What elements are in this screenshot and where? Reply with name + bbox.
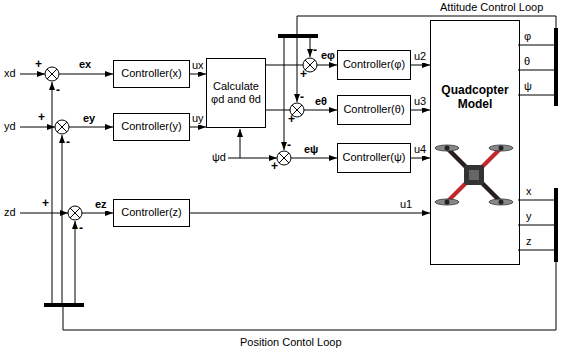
signal-label: eψ xyxy=(303,143,319,156)
sign-label: - xyxy=(300,91,304,104)
signal-label: uy xyxy=(191,112,205,125)
signal-arrow xyxy=(190,127,206,128)
bus-bars xyxy=(44,28,556,305)
controller-box: Controller(x) xyxy=(113,60,190,88)
signal-label: u4 xyxy=(413,143,427,156)
signal-arrow xyxy=(411,65,430,66)
sign-label: + xyxy=(271,160,278,173)
signal-arrow xyxy=(190,74,206,75)
box-text: Controller(φ) xyxy=(343,58,405,71)
controller-box: Controller(z) xyxy=(113,199,190,227)
signal-label: θ xyxy=(524,55,530,68)
signal-label: ux xyxy=(191,59,205,72)
box-text: Controller(z) xyxy=(121,206,182,219)
summing-junctions xyxy=(45,58,317,220)
signal-label: x xyxy=(526,185,532,198)
sign-label: + xyxy=(300,68,307,81)
signal-label: ez xyxy=(94,198,108,211)
sign-label: - xyxy=(79,222,83,235)
signal-label: ψ xyxy=(524,80,532,93)
sign-label: + xyxy=(42,197,49,210)
signal-label: y xyxy=(526,210,532,223)
signal-label: φ xyxy=(524,30,531,43)
loop-label: Attitude Control Loop xyxy=(440,1,543,14)
box-text: Controller(y) xyxy=(121,120,182,133)
signal-label: ψd xyxy=(212,151,226,164)
sign-label: - xyxy=(287,139,291,152)
box-text: Controller(x) xyxy=(121,67,182,80)
box-text: Quadcopter Model xyxy=(433,83,517,112)
sign-label: - xyxy=(66,136,70,149)
signal-label: u2 xyxy=(413,50,427,63)
signal-label: eφ xyxy=(320,49,336,62)
quadcopter-illustration xyxy=(435,145,513,205)
signal-arrow xyxy=(411,158,430,159)
box-text: Controller(ψ) xyxy=(343,151,406,164)
box-text: Calculate φd and θd xyxy=(209,80,263,106)
signal-wires xyxy=(20,16,556,330)
signal-label: eθ xyxy=(314,95,328,108)
box-text: Controller(θ) xyxy=(343,103,404,116)
controller-box: Calculate φd and θd xyxy=(206,58,266,128)
signal-arrow xyxy=(190,213,430,214)
signal-arrow xyxy=(266,65,337,66)
plant-box: Quadcopter Model xyxy=(430,20,520,265)
signal-label: u1 xyxy=(399,198,413,211)
controller-box: Controller(φ) xyxy=(337,50,411,80)
signal-label: u3 xyxy=(413,95,427,108)
controller-box: Controller(ψ) xyxy=(337,143,411,173)
sign-label: + xyxy=(35,58,42,71)
loop-label: Position Contol Loop xyxy=(240,336,342,349)
signal-label: xd xyxy=(4,67,16,80)
sign-label: + xyxy=(38,111,45,124)
signal-arrow xyxy=(411,110,430,111)
sign-label: - xyxy=(56,84,60,97)
signal-label: ex xyxy=(78,58,92,71)
signal-label: zd xyxy=(4,206,16,219)
sign-label: - xyxy=(313,44,317,57)
controller-box: Controller(θ) xyxy=(337,95,411,125)
signal-label: z xyxy=(526,235,532,248)
signal-label: yd xyxy=(4,120,16,133)
signal-label: ey xyxy=(82,112,96,125)
controller-box: Controller(y) xyxy=(113,113,190,141)
sign-label: + xyxy=(288,113,295,126)
